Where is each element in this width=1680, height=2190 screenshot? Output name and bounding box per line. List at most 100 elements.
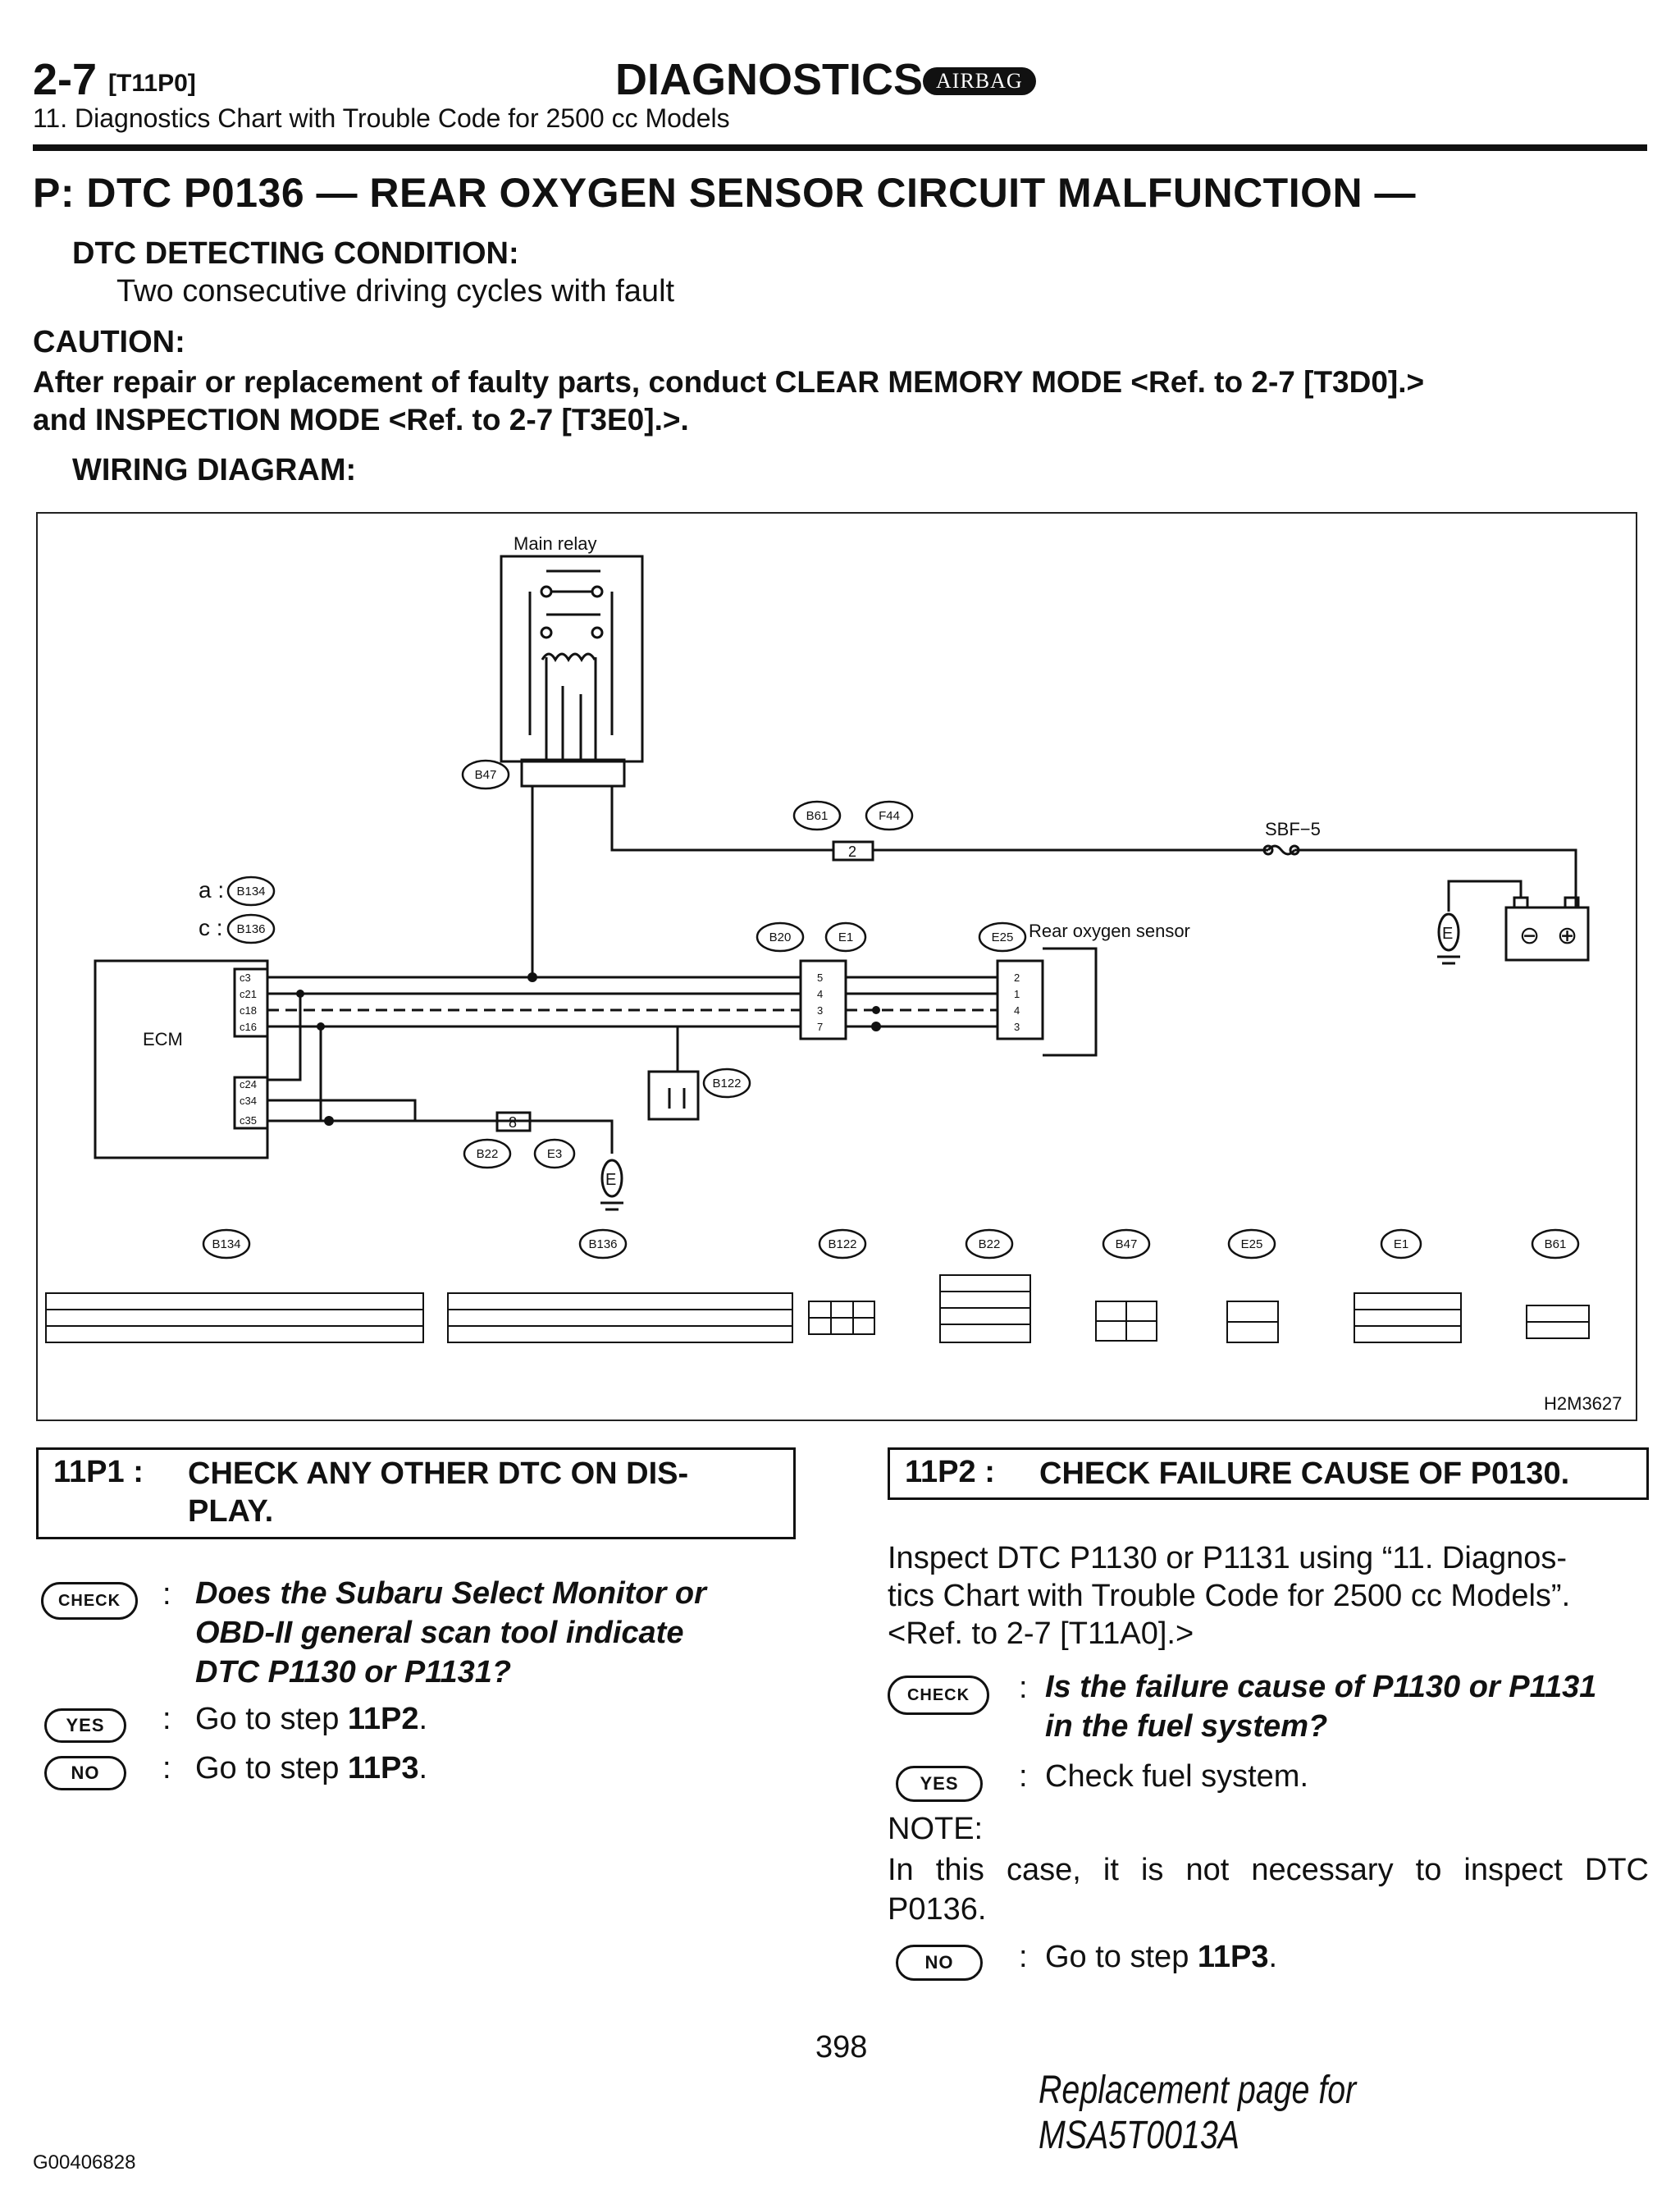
b20-pin-5: 5 — [817, 972, 823, 984]
b20-pin-3: 3 — [817, 1004, 823, 1017]
dtc-title: P: DTC P0136 — REAR OXYGEN SENSOR CIRCUI… — [33, 170, 1416, 216]
section-ref: [T11P0] — [108, 70, 196, 97]
rear-sensor-label: Rear oxygen sensor — [1029, 921, 1190, 941]
ecm-pin-c35: c35 — [240, 1114, 257, 1127]
no-period-2: . — [1268, 1940, 1278, 1974]
conn-f44: F44 — [879, 809, 900, 823]
step-11p2-yes: Check fuel system. — [1045, 1759, 1308, 1794]
detecting-text: Two consecutive driving cycles with faul… — [116, 274, 675, 309]
yes-prefix: Go to step — [195, 1702, 348, 1736]
ecm-pin-c18: c18 — [240, 1004, 257, 1017]
caution-line-1: After repair or replacement of faulty pa… — [33, 365, 1425, 399]
conn-e1: E1 — [838, 930, 853, 944]
step-11p2-intro-2: tics Chart with Trouble Code for 2500 cc… — [888, 1579, 1571, 1613]
step-11p2-question-1: Is the failure cause of P1130 or P1131 — [1045, 1670, 1597, 1704]
f44-pin: 2 — [848, 844, 856, 860]
ecm-pin-c34: c34 — [240, 1095, 257, 1107]
battery-minus: ⊖ — [1519, 922, 1540, 949]
ecm-pin-c21: c21 — [240, 988, 257, 1000]
step-11p1-question-3: DTC P1130 or P1131? — [195, 1655, 512, 1689]
e25-pin-1: 1 — [1014, 988, 1020, 1000]
yes-period: . — [418, 1702, 428, 1736]
step-11p2-no: Go to step 11P3. — [1045, 1940, 1277, 1975]
step-11p1-title-2: PLAY. — [188, 1494, 274, 1529]
wiring-diagram: Main relay ECM SBF−5 Rear oxygen sensor … — [36, 512, 1637, 1421]
check-colon: : — [162, 1577, 171, 1612]
b20-pin-7: 7 — [817, 1021, 823, 1033]
diagnostics-title: DIAGNOSTICS — [615, 55, 924, 104]
b22-pin: 8 — [509, 1114, 517, 1131]
step-11p2-code: 11P2 : — [905, 1455, 995, 1489]
conn-e25: E25 — [992, 930, 1014, 944]
face-b47: B47 — [1116, 1237, 1138, 1251]
ecm-pin-c3: c3 — [240, 972, 251, 984]
conn-b61: B61 — [806, 809, 829, 823]
main-relay-label: Main relay — [514, 533, 596, 554]
no-colon: : — [162, 1751, 171, 1785]
conn-b122: B122 — [712, 1077, 741, 1090]
face-b122: B122 — [828, 1237, 856, 1251]
header-rule — [33, 144, 1647, 151]
yes-icon: YES — [44, 1708, 126, 1743]
face-b134: B134 — [212, 1237, 240, 1251]
step-11p1-yes: Go to step 11P2. — [195, 1702, 427, 1737]
sbf-label: SBF−5 — [1265, 819, 1321, 839]
diagram-code: H2M3627 — [1544, 1393, 1622, 1414]
wiring-diagram-svg: Main relay ECM SBF−5 Rear oxygen sensor … — [45, 533, 1622, 1414]
e25-pin-3: 3 — [1014, 1021, 1020, 1033]
face-b22: B22 — [979, 1237, 1001, 1251]
caution-line-2: and INSPECTION MODE <Ref. to 2-7 [T3E0].… — [33, 403, 689, 437]
e25-pin-4: 4 — [1014, 1004, 1020, 1017]
face-e1: E1 — [1394, 1237, 1408, 1251]
no-period: . — [418, 1751, 428, 1785]
step-11p2-title: CHECK FAILURE CAUSE OF P0130. — [1039, 1456, 1570, 1491]
section-header: 2-7 [T11P0] — [33, 54, 1641, 112]
replacement-note: Replacement page for MSA5T0013A — [1039, 2069, 1357, 2157]
step-11p1-title-1: CHECK ANY OTHER DTC ON DIS- — [188, 1456, 689, 1491]
ecm-pin-c24: c24 — [240, 1078, 257, 1090]
battery-plus: ⊕ — [1557, 922, 1577, 949]
step-11p1-question-2: OBD-II general scan tool indicate — [195, 1616, 684, 1650]
check-colon-2: : — [1019, 1671, 1028, 1705]
ecm-pin-c16: c16 — [240, 1021, 257, 1033]
no-step-link-2[interactable]: 11P3 — [1197, 1940, 1269, 1974]
step-11p2-question-2: in the fuel system? — [1045, 1709, 1328, 1744]
yes-icon: YES — [896, 1766, 983, 1802]
note-line-1: In this case, it is not necessary to ins… — [888, 1853, 1649, 1887]
conn-b22: B22 — [477, 1147, 499, 1161]
no-icon: NO — [44, 1756, 126, 1790]
legend-a: a : — [199, 877, 224, 903]
face-b61: B61 — [1545, 1237, 1567, 1251]
caution-heading: CAUTION: — [33, 325, 185, 359]
yes-colon-2: : — [1019, 1759, 1028, 1794]
no-step-link[interactable]: 11P3 — [347, 1751, 419, 1785]
detecting-heading: DTC DETECTING CONDITION: — [72, 236, 519, 271]
doc-id: G00406828 — [33, 2151, 136, 2174]
step-11p1-question-1: Does the Subaru Select Monitor or — [195, 1576, 706, 1611]
conn-b20: B20 — [769, 930, 792, 944]
step-11p1-no: Go to step 11P3. — [195, 1751, 427, 1786]
section-number: 2-7 — [33, 55, 98, 104]
ground-label-top: E — [1442, 925, 1453, 943]
no-prefix: Go to step — [195, 1751, 348, 1785]
yes-step-link[interactable]: 11P2 — [347, 1702, 419, 1736]
no-colon-2: : — [1019, 1940, 1028, 1974]
step-11p2-intro-1: Inspect DTC P1130 or P1131 using “11. Di… — [888, 1541, 1568, 1575]
no-icon: NO — [896, 1945, 983, 1981]
legend-c: c : — [199, 915, 223, 940]
face-e25: E25 — [1241, 1237, 1263, 1251]
yes-colon: : — [162, 1702, 171, 1736]
no-prefix-2: Go to step — [1045, 1940, 1198, 1974]
ground-label-bottom: E — [605, 1171, 616, 1189]
note-heading: NOTE: — [888, 1812, 984, 1846]
airbag-badge: AIRBAG — [923, 67, 1036, 95]
step-11p2-header: 11P2 : CHECK FAILURE CAUSE OF P0130. — [888, 1447, 1649, 1500]
conn-b134: B134 — [236, 885, 265, 898]
page-subtitle: 11. Diagnostics Chart with Trouble Code … — [33, 103, 730, 133]
wiring-heading: WIRING DIAGRAM: — [72, 453, 357, 487]
step-11p1-code: 11P1 : — [53, 1455, 144, 1489]
b20-pin-4: 4 — [817, 988, 823, 1000]
check-icon: CHECK — [888, 1676, 989, 1715]
conn-b47: B47 — [475, 768, 497, 782]
step-11p2-intro-3: <Ref. to 2-7 [T11A0].> — [888, 1616, 1194, 1651]
